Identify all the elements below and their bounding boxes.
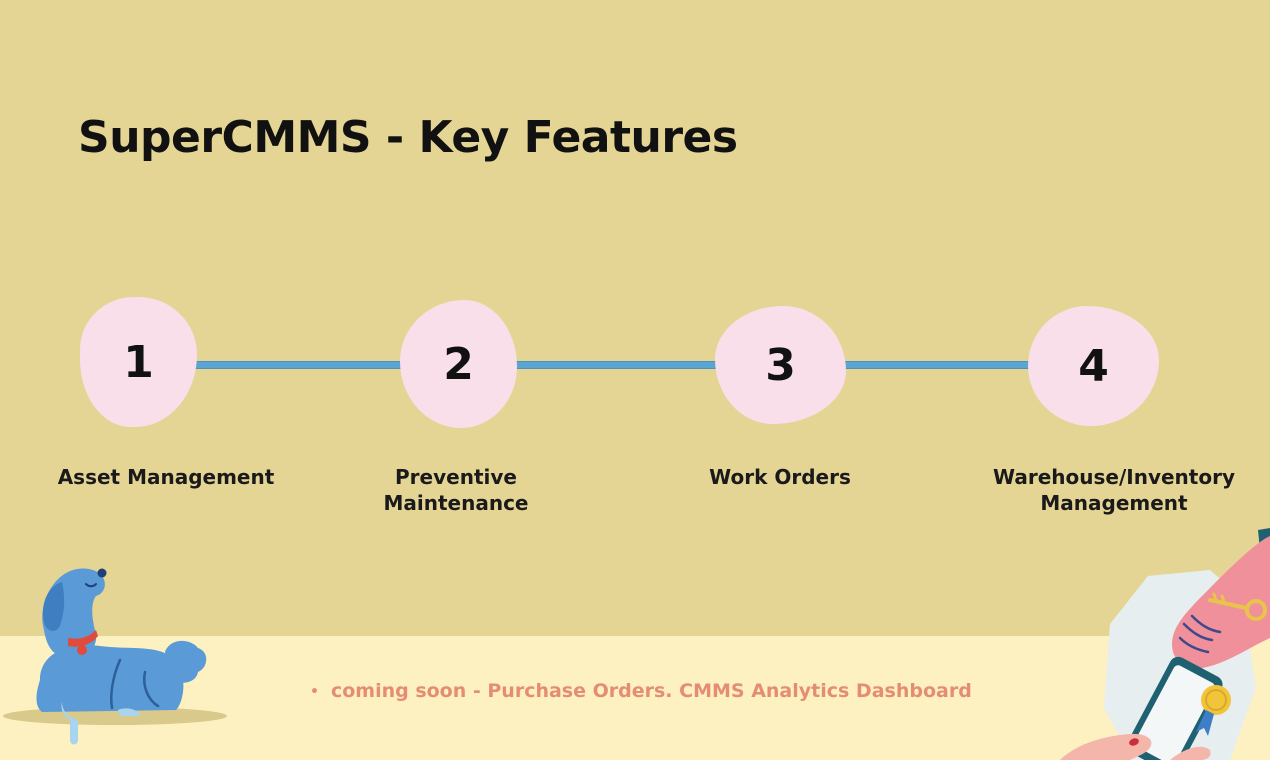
hands-phone-illustration xyxy=(1060,528,1270,760)
timeline-connector xyxy=(180,361,1060,369)
step-1-badge: 1 xyxy=(80,297,197,427)
step-4-badge: 4 xyxy=(1028,306,1159,426)
label-line: Preventive xyxy=(395,465,517,489)
label-line: Management xyxy=(1040,491,1188,515)
step-4-label: Warehouse/Inventory Management xyxy=(974,464,1254,516)
label-line: Warehouse/Inventory xyxy=(993,465,1235,489)
step-3-label: Work Orders xyxy=(640,464,920,490)
bullet-icon: • xyxy=(310,683,319,700)
step-number: 4 xyxy=(1078,340,1109,392)
floor-band xyxy=(0,636,1270,760)
step-number: 3 xyxy=(765,339,796,391)
label-line: Work Orders xyxy=(709,465,851,489)
step-1-label: Asset Management xyxy=(26,464,306,490)
dog-illustration xyxy=(3,568,227,745)
label-line: Maintenance xyxy=(383,491,529,515)
slide-title: SuperCMMS - Key Features xyxy=(78,112,738,163)
step-number: 1 xyxy=(123,336,154,388)
step-3-badge: 3 xyxy=(715,306,846,424)
footnote-text: coming soon - Purchase Orders. CMMS Anal… xyxy=(330,680,972,702)
step-2-label: Preventive Maintenance xyxy=(316,464,596,516)
step-number: 2 xyxy=(443,338,474,390)
label-line: Asset Management xyxy=(57,465,275,489)
step-2-badge: 2 xyxy=(400,300,517,428)
footnote: • coming soon - Purchase Orders. CMMS Ana… xyxy=(310,680,972,702)
